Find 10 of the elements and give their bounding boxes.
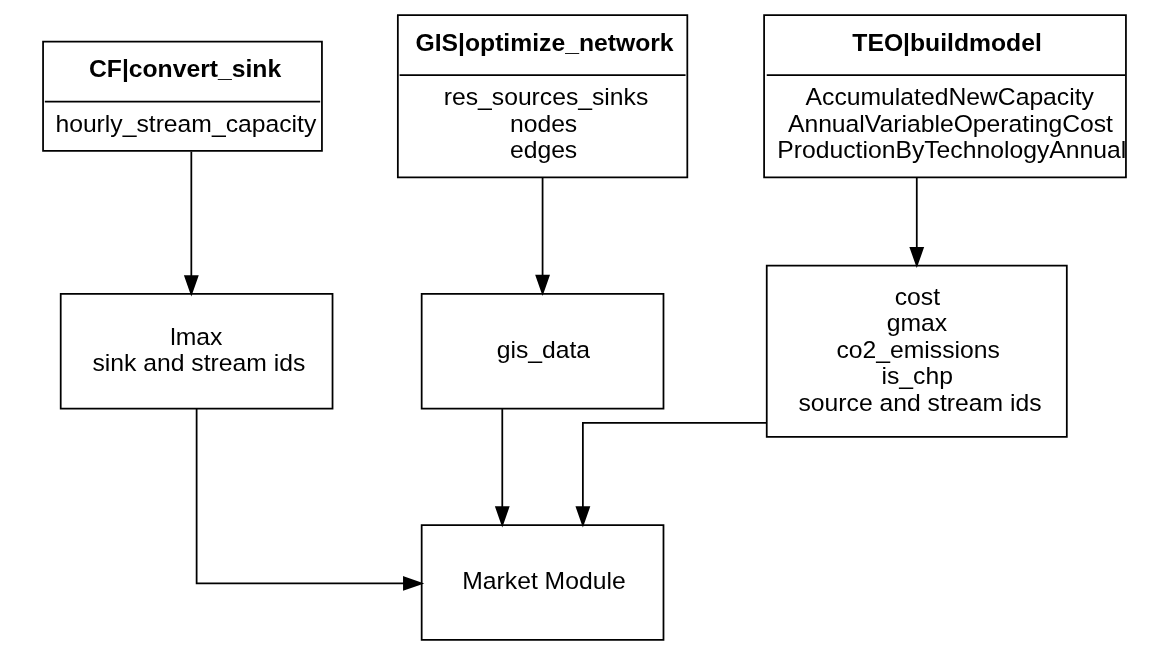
arrow	[909, 176, 925, 269]
node-box: cost gmax co2_emissions is_chp source and stream ids	[765, 264, 1068, 438]
arrow	[494, 408, 510, 528]
arrow	[195, 407, 425, 591]
node-box: gis_data	[420, 293, 665, 410]
arrow	[183, 150, 199, 297]
node-box: lmax sink and stream ids	[59, 293, 334, 410]
node-box: Market Module	[420, 524, 665, 641]
arrow	[535, 176, 550, 296]
arrow	[575, 421, 768, 528]
